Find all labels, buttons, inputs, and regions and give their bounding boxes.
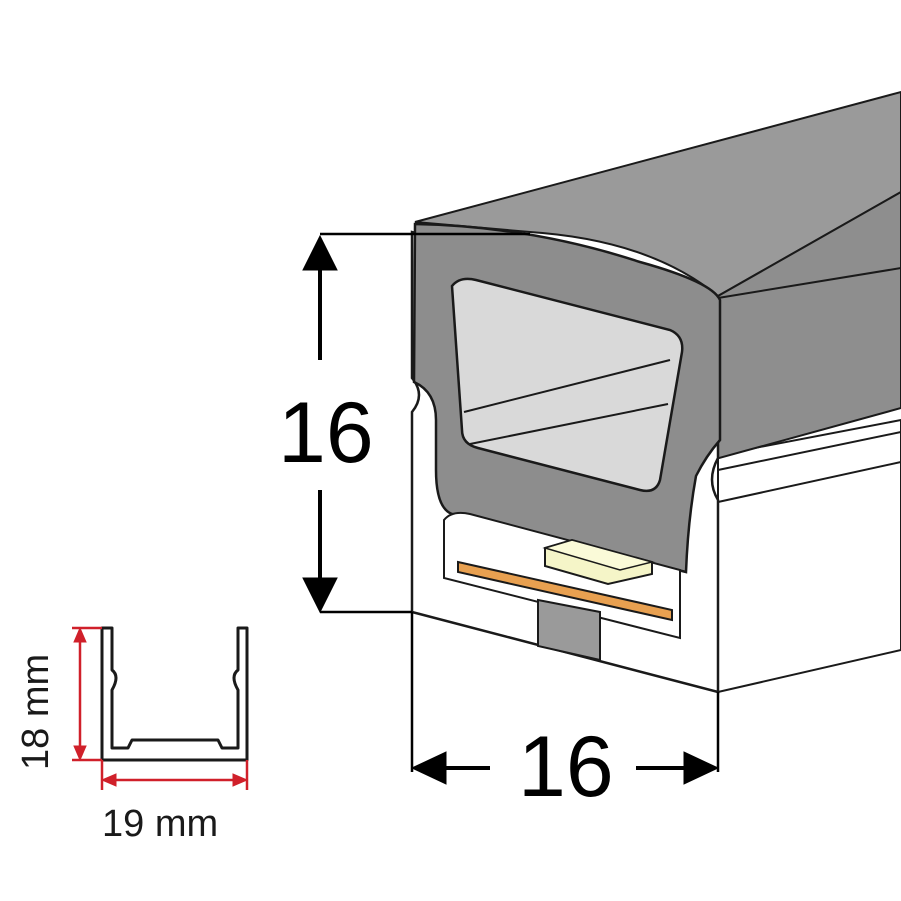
cavity-reflection-line-2: [469, 403, 669, 445]
led-chip-top: [542, 539, 655, 571]
channel-height-label: 18 mm: [15, 654, 57, 770]
channel-profile-outline: [100, 626, 249, 762]
channel-width-dimension: [100, 760, 249, 790]
housing-side-face: [717, 418, 901, 694]
housing-groove-line-lower: [717, 461, 901, 503]
mounting-clip: [537, 598, 601, 662]
housing-groove-line: [717, 431, 901, 471]
height-label: 16: [278, 385, 374, 481]
channel-width-label: 19 mm: [102, 803, 218, 845]
width-label: 16: [518, 719, 614, 815]
silicone-edge-line: [717, 267, 901, 299]
inner-cavity: [450, 277, 684, 493]
channel-height-dimension: [72, 626, 102, 762]
height-dimension: [302, 232, 530, 614]
width-dimension: [410, 612, 720, 785]
pcb-strip: [457, 560, 673, 622]
cavity-reflection-line: [463, 359, 671, 413]
